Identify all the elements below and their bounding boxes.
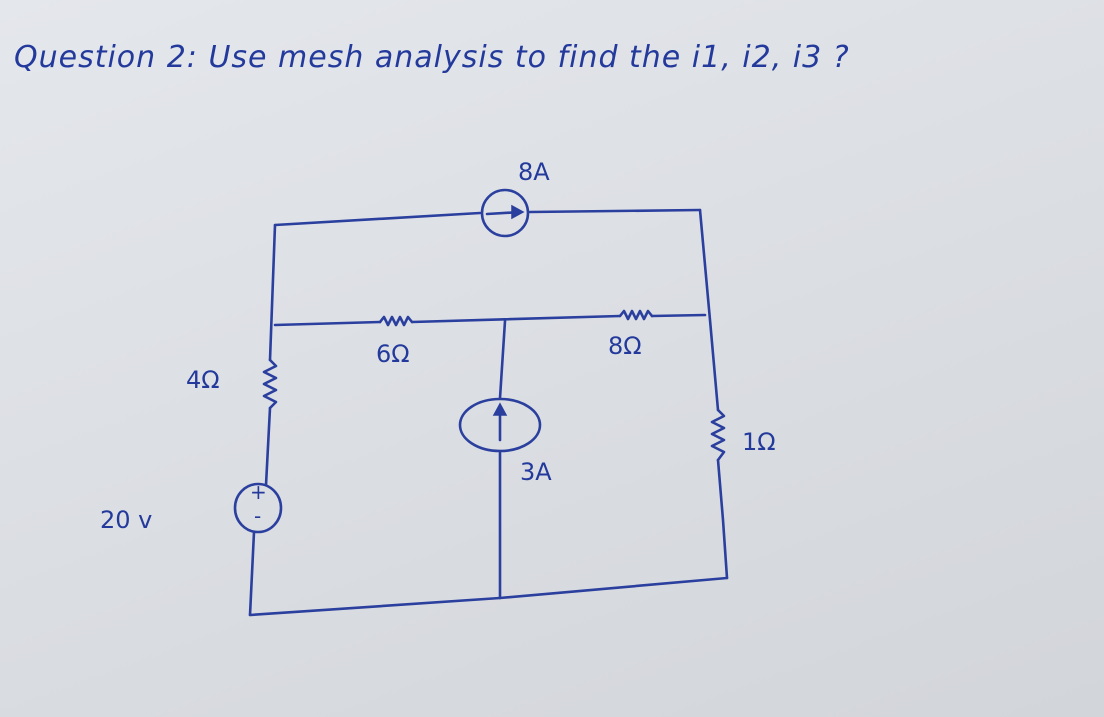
label-6-ohm: 6Ω: [376, 340, 410, 368]
voltage-source-20v: [233, 482, 283, 534]
label-4-ohm: 4Ω: [186, 366, 220, 394]
wire-middle-center: [410, 314, 622, 324]
label-8-ohm: 8Ω: [608, 332, 642, 360]
wire-center-top: [498, 319, 507, 400]
wire-top-right: [528, 208, 702, 214]
wire-left-bottom: [248, 530, 256, 617]
label-plus: +: [250, 480, 267, 504]
resistor-1-ohm: [710, 408, 726, 462]
wire-left-top: [268, 223, 277, 362]
current-source-8a: [480, 188, 530, 238]
label-1-ohm: 1Ω: [742, 428, 776, 456]
resistor-6-ohm: [378, 315, 414, 327]
label-20v: 20 v: [100, 506, 153, 534]
wire-right-top: [698, 208, 720, 412]
current-source-3a: [458, 397, 542, 453]
wire-middle-left: [273, 320, 382, 327]
resistor-4-ohm: [262, 358, 278, 410]
wire-right-bottom: [716, 458, 729, 580]
label-8a: 8A: [518, 158, 550, 186]
question-text: Question 2: Use mesh analysis to find th…: [14, 40, 850, 75]
wire-bottom: [248, 576, 729, 617]
wire-left-mid: [264, 406, 272, 487]
label-minus: -: [254, 504, 262, 528]
label-3a: 3A: [520, 458, 552, 486]
wire-top-left: [273, 211, 482, 227]
wire-middle-right: [650, 313, 707, 318]
resistor-8-ohm: [618, 309, 654, 321]
